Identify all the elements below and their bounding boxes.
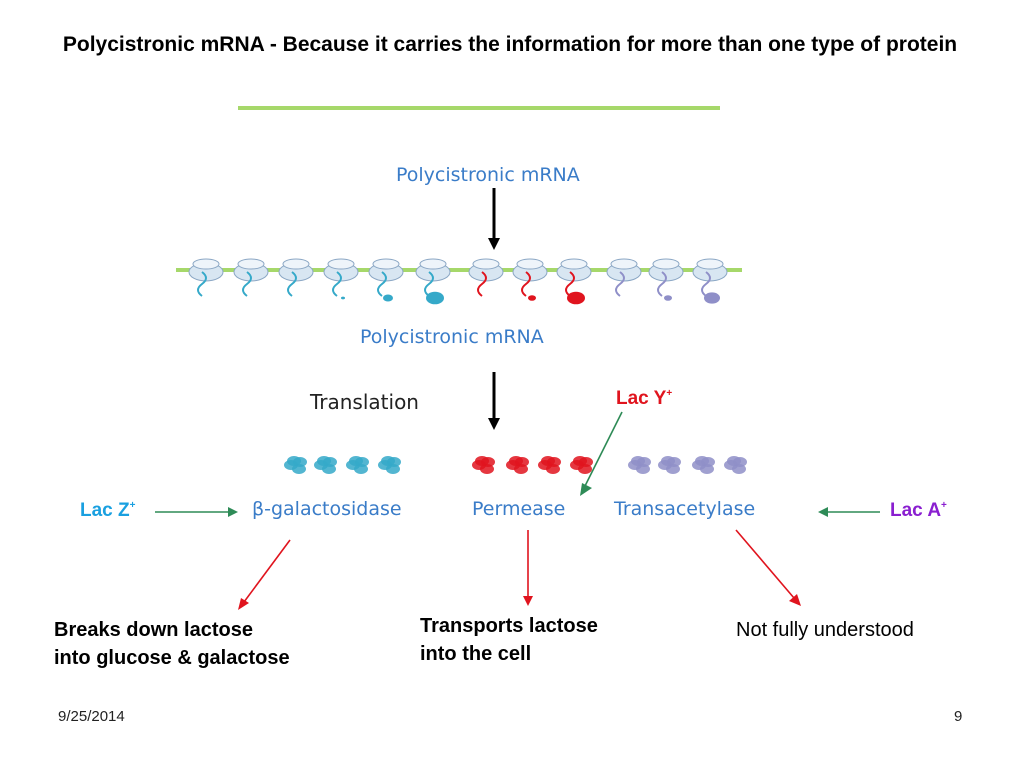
protein-blob [692, 456, 715, 474]
ribosome [415, 258, 451, 305]
translation-label: Translation [310, 390, 419, 414]
title-underline [238, 106, 720, 110]
arrow-transacetylase-to-function [735, 529, 801, 606]
function-lac-y: Transports lactose into the cell [420, 612, 598, 668]
mrna-label-mid: Polycistronic mRNA [360, 326, 544, 348]
slide-number: 9 [954, 708, 963, 725]
protein-blob [472, 456, 495, 474]
protein-blob [570, 456, 593, 474]
gene-lac-y: Lac Y+ [616, 388, 673, 409]
function-lac-y-text: Transports lactose into the cell [420, 615, 598, 665]
arrow-permease-to-function [523, 530, 533, 606]
protein-blob [314, 456, 337, 474]
protein-blob [284, 456, 307, 474]
arrow-to-ribosomes [488, 188, 500, 250]
arrow-galactosidase-to-function [238, 539, 291, 610]
ribosome [468, 258, 504, 297]
ribosome [233, 258, 269, 297]
protein-blob [628, 456, 651, 474]
ribosome [368, 258, 404, 302]
protein-blob [658, 456, 681, 474]
ribosome [188, 258, 224, 297]
ribosome-row [188, 258, 728, 305]
protein-blob [538, 456, 561, 474]
arrow-lacy-to-permease [580, 411, 623, 496]
ribosome [278, 258, 314, 297]
slide-date: 9/25/2014 [58, 708, 125, 725]
ribosome [648, 258, 684, 301]
slide-title: Polycistronic mRNA - Because it carries … [62, 33, 958, 56]
ribosome [606, 258, 642, 297]
ribosome [692, 258, 728, 304]
protein-blob [506, 456, 529, 474]
arrow-lacz-to-galactosidase [155, 507, 238, 517]
protein-blob [346, 456, 369, 474]
protein-row [284, 456, 747, 474]
gene-lac-z: Lac Z+ [80, 500, 136, 521]
function-lac-z: Breaks down lactose into glucose & galac… [54, 616, 290, 672]
ribosome [556, 258, 592, 305]
protein-blob [724, 456, 747, 474]
protein-galactosidase: β-galactosidase [252, 498, 402, 520]
ribosome [512, 258, 548, 301]
arrow-laca-to-transacetylase [818, 507, 880, 517]
protein-permease: Permease [472, 498, 566, 520]
protein-blob [378, 456, 401, 474]
gene-lac-a: Lac A+ [890, 500, 947, 521]
ribosome [323, 258, 359, 300]
function-lac-a: Not fully understood [736, 619, 914, 641]
protein-transacetylase: Transacetylase [614, 498, 756, 520]
mrna-label-top: Polycistronic mRNA [396, 164, 580, 186]
arrow-translation [488, 372, 500, 430]
function-lac-z-text: Breaks down lactose into glucose & galac… [54, 619, 290, 669]
